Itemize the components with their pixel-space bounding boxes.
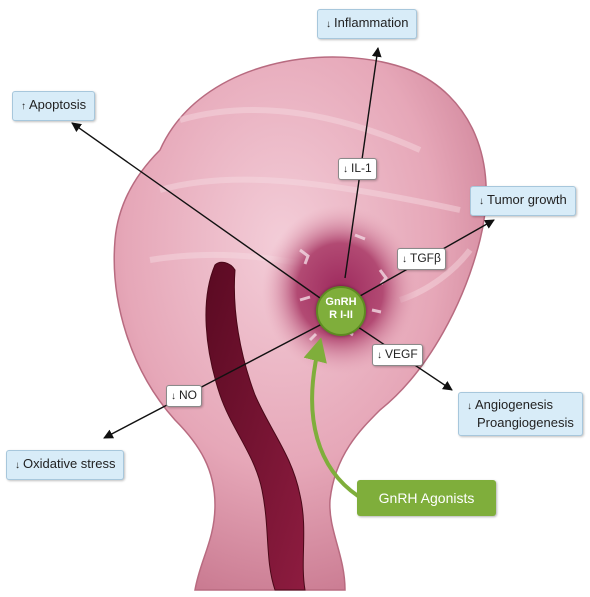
oxidative-stress-box: ↓Oxidative stress — [6, 450, 124, 480]
apoptosis-box: ↑Apoptosis — [12, 91, 95, 121]
tumor-growth-box: ↓Tumor growth — [470, 186, 576, 216]
decrease-arrow-icon: ↓ — [479, 196, 484, 207]
tumor-growth-label: Tumor growth — [487, 192, 567, 207]
decrease-arrow-icon: ↓ — [343, 164, 348, 175]
gnrh-agonists-label: GnRH Agonists — [379, 490, 475, 506]
tgfb-tag: ↓TGFβ — [397, 248, 446, 270]
decrease-arrow-icon: ↓ — [15, 460, 20, 471]
gnrh-receptor-label-1: GnRH — [318, 296, 364, 309]
il1-tag: ↓IL-1 — [338, 158, 377, 180]
apoptosis-label: Apoptosis — [29, 97, 86, 112]
no-tag: ↓NO — [166, 385, 202, 407]
proangiogenesis-label: Proangiogenesis — [467, 415, 574, 431]
gnrh-agonists-box: GnRH Agonists — [357, 480, 496, 516]
oxidative-stress-label: Oxidative stress — [23, 456, 115, 471]
gnrh-receptor-label-2: R I-II — [318, 309, 364, 322]
vegf-tag: ↓VEGF — [372, 344, 423, 366]
no-label: NO — [179, 388, 197, 402]
gnrh-receptor-node: GnRH R I-II — [316, 286, 366, 336]
angiogenesis-box: ↓Angiogenesis Proangiogenesis — [458, 392, 583, 436]
il1-label: IL-1 — [351, 161, 372, 175]
decrease-arrow-icon: ↓ — [467, 401, 472, 412]
angiogenesis-label: Angiogenesis — [475, 397, 553, 412]
decrease-arrow-icon: ↓ — [171, 391, 176, 402]
tgfb-label: TGFβ — [410, 251, 441, 265]
decrease-arrow-icon: ↓ — [402, 254, 407, 265]
inflammation-box: ↓Inflammation — [317, 9, 417, 39]
decrease-arrow-icon: ↓ — [377, 350, 382, 361]
decrease-arrow-icon: ↓ — [326, 19, 331, 30]
increase-arrow-icon: ↑ — [21, 101, 26, 112]
vegf-label: VEGF — [385, 347, 418, 361]
inflammation-label: Inflammation — [334, 15, 408, 30]
